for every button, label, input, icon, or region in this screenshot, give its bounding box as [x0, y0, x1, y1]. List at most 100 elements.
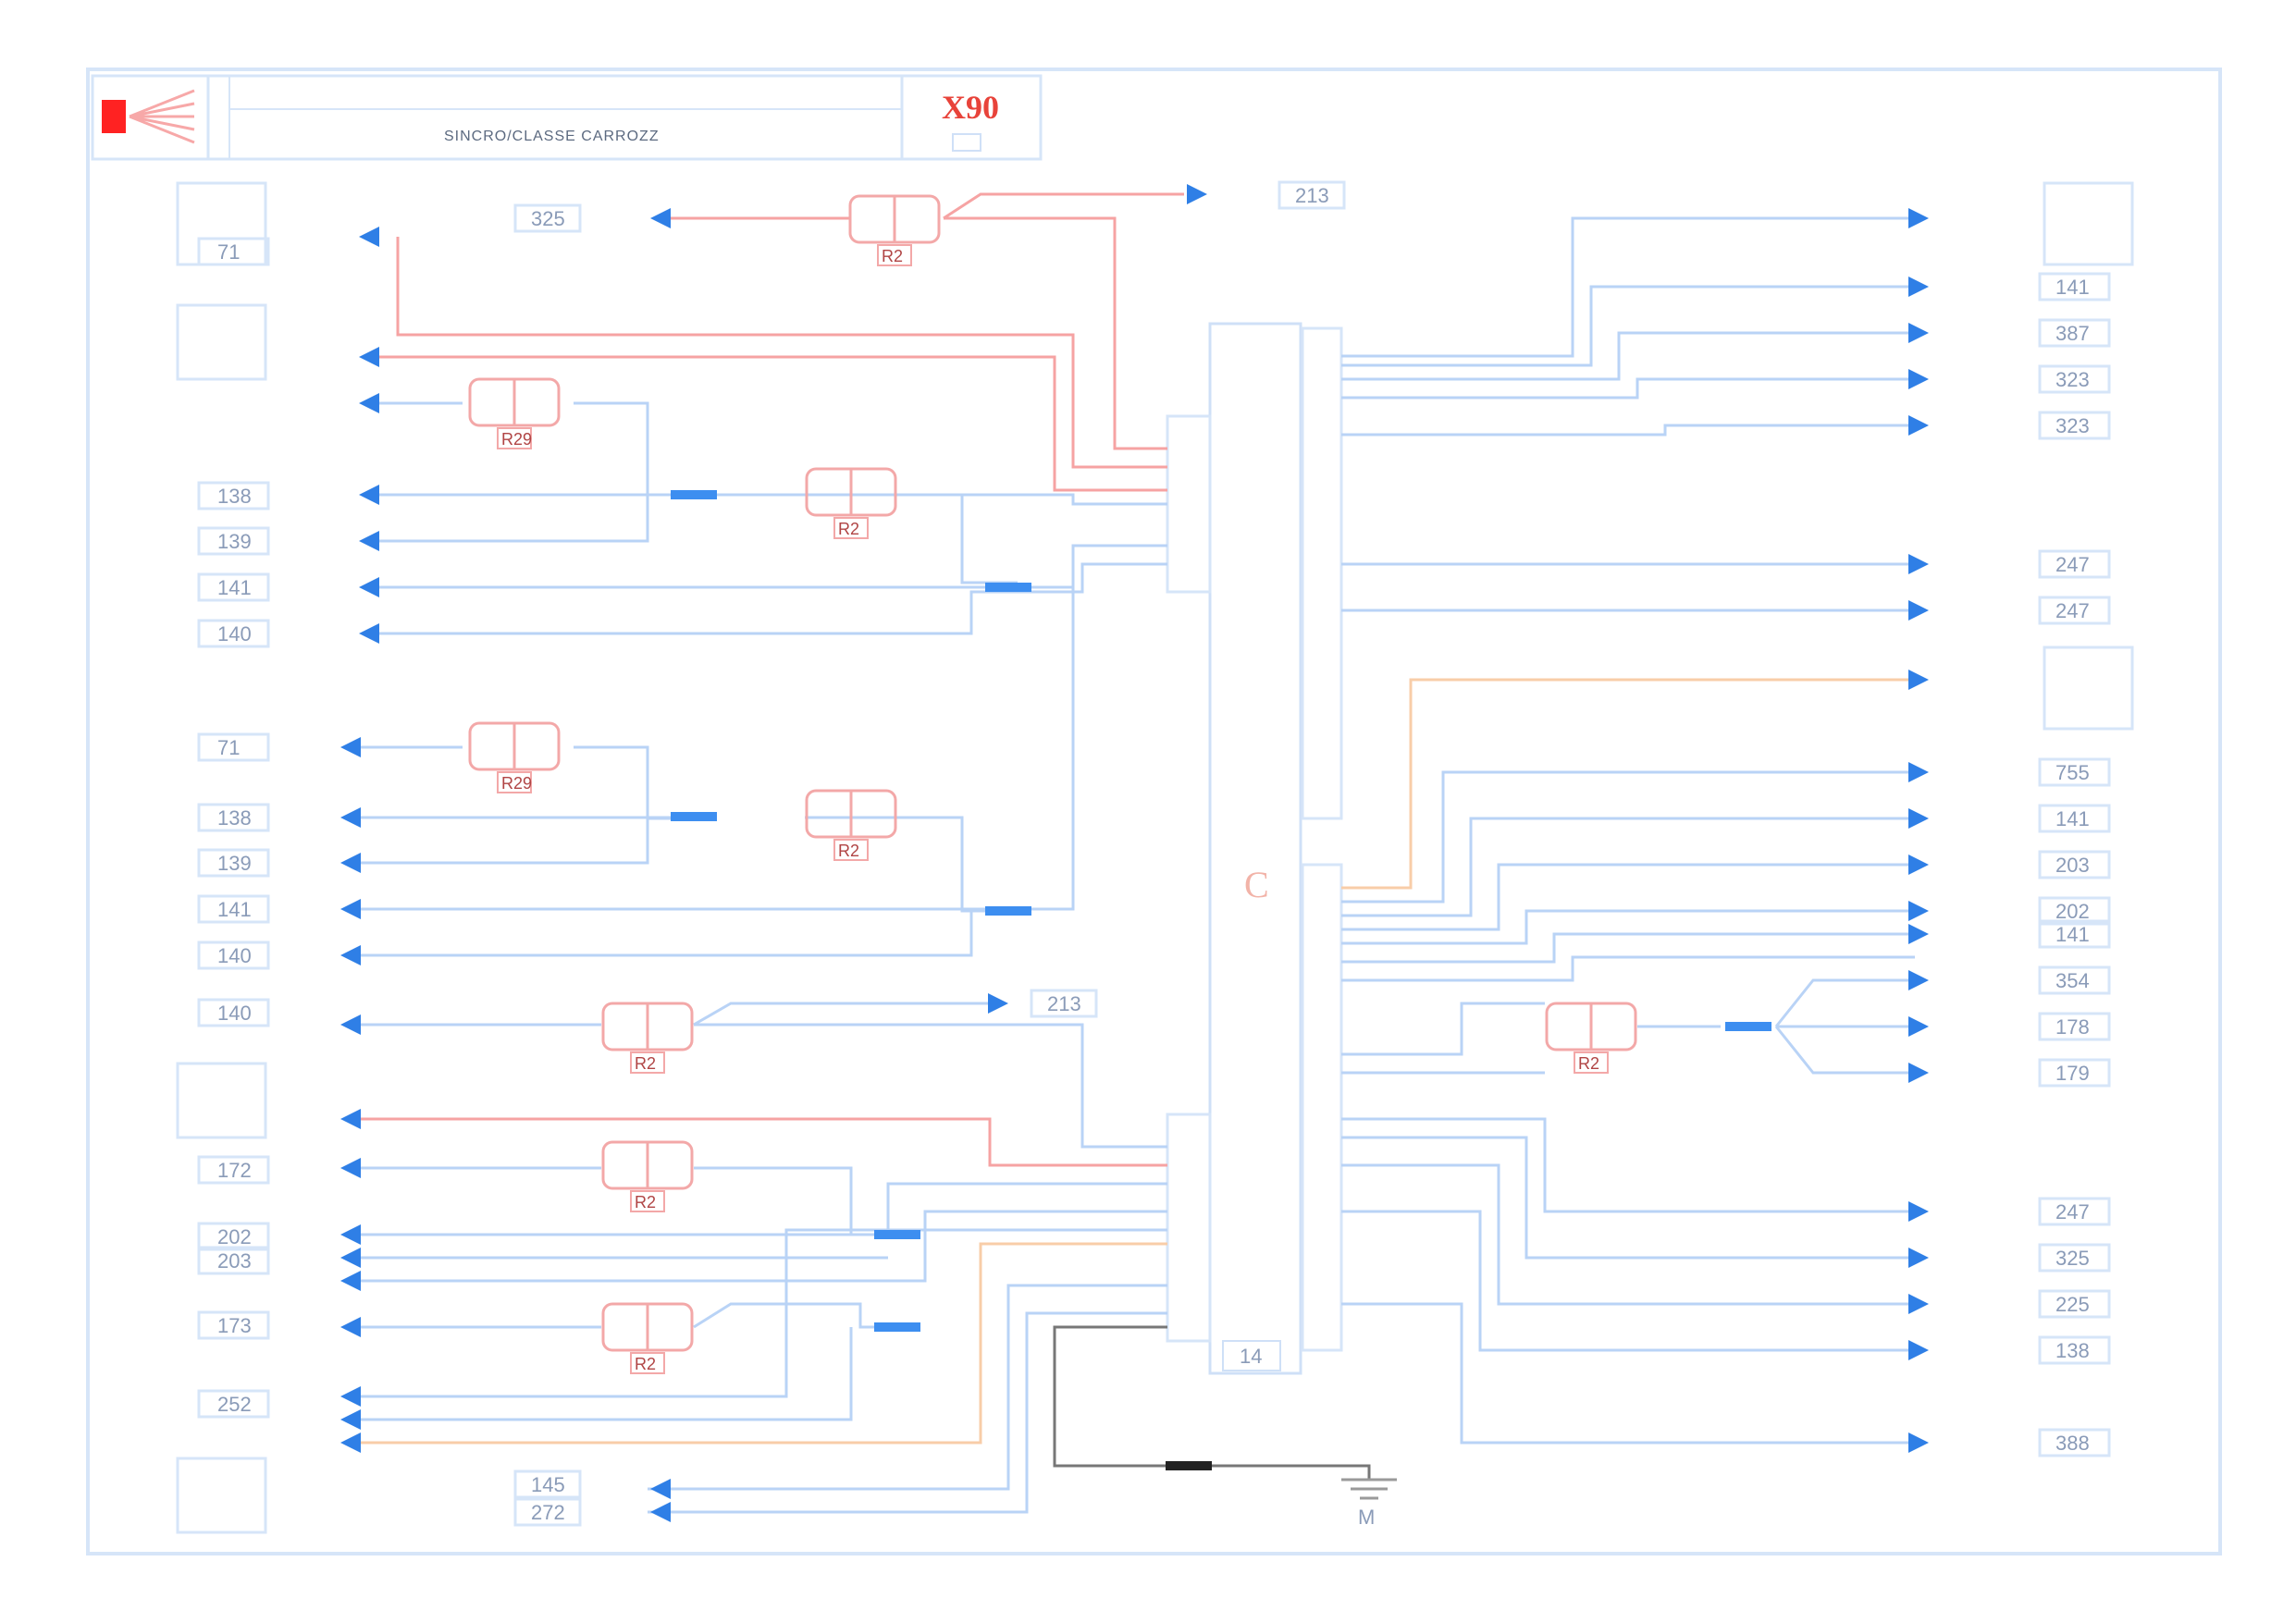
arrow-left-icon: [359, 347, 379, 367]
left-ref-box: 140: [197, 998, 270, 1027]
left-ref-box: 140: [197, 941, 270, 970]
relay-icon: R29: [468, 377, 561, 449]
left-ref-box: 203: [197, 1246, 270, 1275]
left-ref-box: 140: [197, 619, 270, 648]
right-ref-label: 203: [2055, 854, 2090, 877]
logo-rays-icon: [129, 89, 195, 144]
inline-ref-label: 325: [531, 207, 565, 230]
left-ref-box: 139: [197, 848, 270, 878]
right-ref-label: 387: [2055, 322, 2090, 345]
relay-icon: R2: [1545, 1002, 1637, 1074]
left-ref-box: 173: [197, 1310, 270, 1340]
right-ref-label: 247: [2055, 599, 2090, 622]
left-ref-box: 202: [197, 1222, 270, 1251]
arrow-right-icon: [1908, 1201, 1929, 1222]
arrow-right-icon: [1908, 762, 1929, 782]
arrow-right-icon: [1908, 924, 1929, 944]
left-ref-box: 138: [197, 803, 270, 832]
arrow-right-icon: [1908, 670, 1929, 690]
arrow-left-icon: [340, 1109, 361, 1129]
arrow-left-icon: [340, 1409, 361, 1430]
inline-ref-box: 272: [513, 1497, 582, 1527]
right-ref-box: 225: [2038, 1289, 2111, 1319]
left-ref-label: 141: [217, 576, 252, 599]
right-ref-label: 247: [2055, 553, 2090, 576]
arrow-left-icon: [340, 807, 361, 828]
left-ref-label: 139: [217, 530, 252, 553]
right-ref-box: 141: [2038, 919, 2111, 949]
arrow-right-icon: [1908, 208, 1929, 228]
left-ref-label: 139: [217, 852, 252, 875]
right-references: 1413873233232472477551412032021413541781…: [2038, 272, 2111, 1457]
arrow-left-icon: [340, 1224, 361, 1245]
right-ref-label: 138: [2055, 1339, 2090, 1362]
relay-label: R2: [882, 247, 903, 265]
wire-arrows: [340, 184, 1929, 1522]
left-ref-label: 140: [217, 622, 252, 646]
right-ref-box: 247: [2038, 549, 2111, 579]
left-ref-label: 71: [217, 240, 240, 264]
right-ref-label: 141: [2055, 923, 2090, 946]
arrow-right-icon: [1908, 415, 1929, 436]
left-references: 7113813914114071138139141140140172202203…: [197, 237, 270, 1419]
brand-logo-icon: [102, 100, 126, 133]
left-ref-box: 71: [197, 237, 270, 266]
diagram-title: SINCRO/CLASSE CARROZZ: [444, 129, 660, 144]
arrow-left-icon: [340, 853, 361, 873]
right-ref-box: 179: [2038, 1058, 2111, 1088]
left-ref-label: 202: [217, 1225, 252, 1248]
right-ref-box: 141: [2038, 272, 2111, 301]
right-ref-box: 247: [2038, 596, 2111, 625]
inline-ref-label: 213: [1047, 992, 1081, 1015]
arrow-left-icon: [650, 208, 671, 228]
arrow-left-icon: [340, 1158, 361, 1178]
arrow-right-icon: [988, 993, 1008, 1014]
right-ref-label: 225: [2055, 1293, 2090, 1316]
relay-icon: R2: [805, 789, 897, 861]
arrow-left-icon: [359, 577, 379, 597]
left-ref-label: 140: [217, 944, 252, 967]
arrow-right-icon: [1908, 600, 1929, 621]
diagram-frame: [86, 68, 2222, 1555]
right-ref-label: 247: [2055, 1200, 2090, 1223]
arrow-left-icon: [359, 227, 379, 247]
right-ref-box: 354: [2038, 965, 2111, 995]
left-ref-box: 252: [197, 1389, 270, 1419]
wires: [352, 192, 1915, 1514]
ground-symbol-icon: [1341, 1478, 1397, 1500]
arrow-right-icon: [1908, 1248, 1929, 1268]
relay-label: R2: [838, 842, 859, 860]
right-ref-box: 138: [2038, 1335, 2111, 1365]
arrow-left-icon: [359, 393, 379, 413]
right-ref-label: 388: [2055, 1432, 2090, 1455]
title-block: SINCRO/CLASSE CARROZZ X90: [91, 74, 1043, 161]
relay-label: R2: [635, 1054, 656, 1073]
right-ref-box: 247: [2038, 1197, 2111, 1226]
right-ref-box: 323: [2038, 411, 2111, 440]
control-unit-code: 14: [1240, 1345, 1262, 1368]
relay-label: R29: [501, 774, 532, 793]
relay-icon: R29: [468, 721, 561, 793]
right-ref-label: 141: [2055, 276, 2090, 299]
left-ref-label: 203: [217, 1249, 252, 1273]
arrow-right-icon: [1908, 369, 1929, 389]
arrow-right-icon: [1908, 808, 1929, 829]
left-ref-label: 71: [217, 736, 240, 759]
relay-label: R2: [1578, 1054, 1599, 1073]
arrow-left-icon: [340, 899, 361, 919]
arrow-right-icon: [1908, 554, 1929, 574]
relay-icon: R2: [601, 1140, 694, 1212]
right-ref-label: 354: [2055, 969, 2090, 992]
relay-label: R29: [501, 430, 532, 449]
arrow-right-icon: [1908, 1294, 1929, 1314]
arrow-right-icon: [1908, 1016, 1929, 1037]
ground-label: M: [1358, 1506, 1375, 1529]
right-ref-box: 325: [2038, 1243, 2111, 1273]
arrow-right-icon: [1908, 1063, 1929, 1083]
arrow-right-icon: [1908, 970, 1929, 990]
central-control-unit: C 14: [1166, 322, 1343, 1375]
left-ref-label: 141: [217, 898, 252, 921]
inline-ref-box: 145: [513, 1469, 582, 1499]
